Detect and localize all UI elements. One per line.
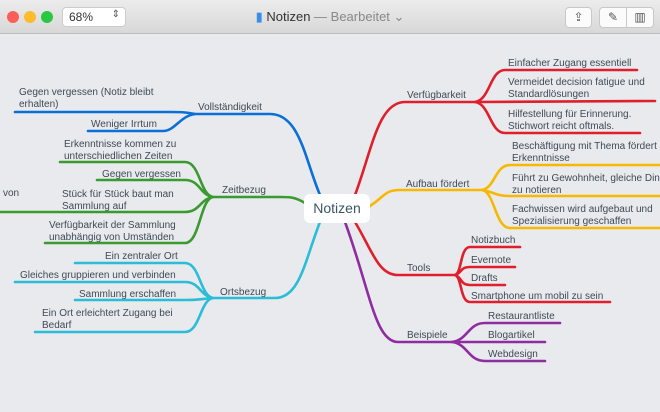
window-title[interactable]: ▮ Notizen — Bearbeitet ⌄ [0,9,660,25]
node-label: Smartphone um mobil zu sein [471,291,603,302]
node-label: Weniger Irrtum [91,119,157,130]
branch-beispiele[interactable]: Beispiele Restaurantliste Blogartikel We… [343,220,562,363]
node-label: Ein zentraler Ort [105,251,178,262]
branch-ortsbezug[interactable]: Ortsbezug Ein zentraler Ort Gleiches gru… [13,220,322,334]
node-label: Drafts [471,273,498,284]
chevron-down-icon: ⌄ [389,9,405,24]
sidebar-toggle-button[interactable]: ▥ [626,7,654,28]
branch-aufbau[interactable]: Aufbau fördert Beschäftigung mit Thema f… [368,141,660,230]
minimize-button[interactable] [24,11,36,23]
node-label: Vollständigkeit [198,102,262,113]
node-label: Zeitbezug [222,185,266,196]
edit-status: — Bearbeitet [314,9,390,24]
node-label: Webdesign [488,349,538,360]
zoom-value: 68% [69,10,94,24]
format-button[interactable]: ✎ [599,7,627,28]
share-button[interactable]: ⇪ [565,7,592,28]
share-icon: ⇪ [573,10,584,24]
title-bar: 68% ⇕ ▮ Notizen — Bearbeitet ⌄ ⇪ ✎ ▥ [0,0,660,34]
node-label: Gleiches gruppieren und verbinden [20,270,176,281]
brush-icon: ✎ [607,10,619,24]
node-label: von [3,188,19,199]
central-node-label: Notizen [313,200,360,216]
sidebar-icon: ▥ [634,10,646,24]
maximize-button[interactable] [41,11,53,23]
node-label: Ortsbezug [220,287,266,298]
zoom-select[interactable]: 68% ⇕ [62,7,126,27]
node-label: Notizbuch [471,235,515,246]
node-label: Aufbau fördert [406,179,470,190]
close-button[interactable] [7,11,19,23]
node-label: Hilfestellung für Erinnerung.Stichwort r… [508,109,631,132]
node-label: Blogartikel [488,330,535,341]
stepper-icon: ⇕ [111,9,120,20]
branch-tools[interactable]: Tools Notizbuch Evernote Drafts Smartpho… [353,220,612,304]
central-node[interactable]: Notizen [304,194,370,223]
node-label: Tools [407,263,430,274]
node-label: Einfacher Zugang essentiell [508,58,631,69]
node-label: Beispiele [407,330,448,341]
branch-verfuegbarkeit[interactable]: Verfügbarkeit Einfacher Zugang essentiel… [353,58,657,197]
mind-map-canvas[interactable]: Vollständigkeit Gegen vergessen (Notiz b… [0,35,660,412]
node-label: Sammlung erschaffen [79,289,176,300]
branch-vollstaendigkeit[interactable]: Vollständigkeit Gegen vergessen (Notiz b… [13,87,322,197]
node-label: Gegen vergessen [102,169,181,180]
node-label: Restaurantliste [488,311,555,322]
document-title: Notizen [266,9,311,24]
node-label: Evernote [471,255,511,266]
document-icon: ▮ [255,9,263,24]
node-label: Verfügbarkeit [407,90,466,101]
